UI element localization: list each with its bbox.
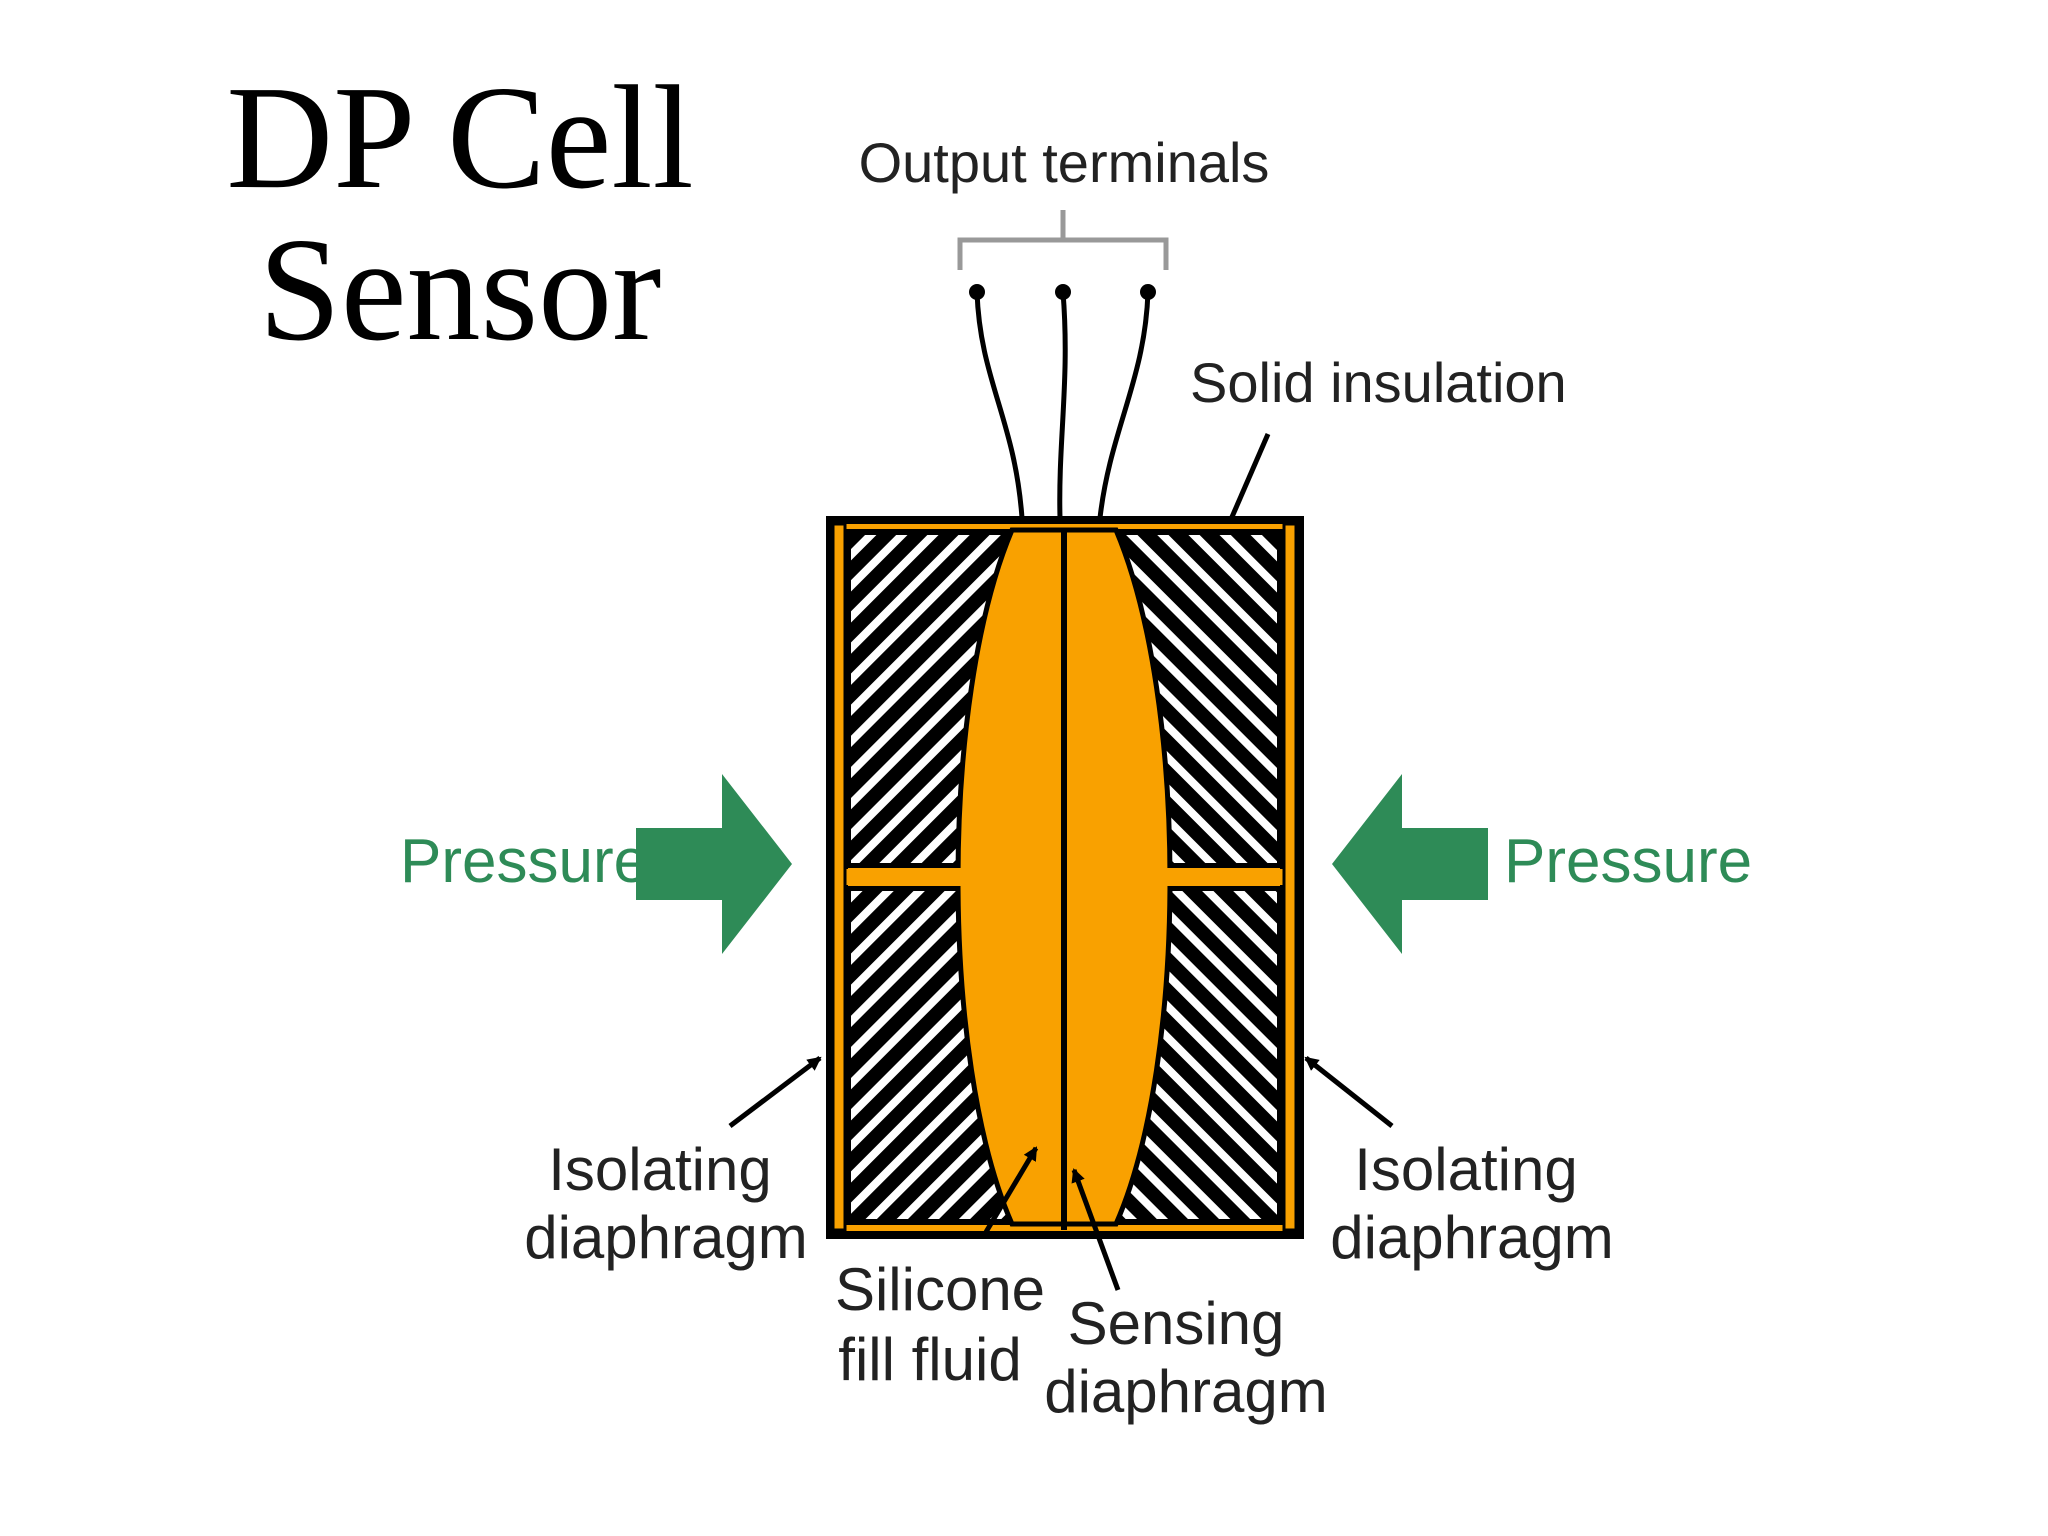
isolating-left-pointer	[728, 1056, 822, 1128]
slide-title: DP Cell Sensor	[180, 62, 740, 366]
isolating-right-label-line1: Isolating	[1354, 1136, 1577, 1203]
silicone-pointer	[983, 1146, 1039, 1234]
pressure-right-label: Pressure	[1504, 827, 1752, 896]
isolating-right-label-line2: diaphragm	[1330, 1204, 1614, 1271]
isolating-diaphragm-left	[831, 522, 847, 1232]
isolating-left-label-line2: diaphragm	[524, 1204, 808, 1271]
silicone-label-line2: fill fluid	[838, 1326, 1021, 1393]
silicone-label-line1: Silicone	[835, 1256, 1045, 1323]
fluid-channel-right	[1108, 868, 1280, 886]
solid-insulation-label: Solid insulation	[1190, 351, 1567, 414]
lead-wire-center	[1057, 291, 1068, 519]
title-line-1: DP Cell	[226, 56, 694, 220]
sensing-label-line1: Sensing	[1068, 1290, 1285, 1357]
lead-wire-left	[974, 291, 1025, 519]
lead-wire-right	[1097, 291, 1151, 519]
isolating-right-pointer	[1304, 1056, 1394, 1128]
sensing-pointer	[1071, 1168, 1121, 1291]
pressure-left-label: Pressure	[400, 827, 648, 896]
title-line-2: Sensor	[258, 208, 662, 372]
isolating-left-label-line1: Isolating	[548, 1136, 771, 1203]
output-terminals-bracket	[957, 210, 1169, 270]
sensing-label-line2: diaphragm	[1044, 1358, 1328, 1425]
isolating-diaphragm-right	[1282, 522, 1298, 1232]
output-terminals-label: Output terminals	[859, 131, 1270, 194]
arrow-left-icon	[1332, 774, 1488, 954]
fluid-channel-left	[848, 868, 1018, 886]
arrow-right-icon	[636, 774, 792, 954]
